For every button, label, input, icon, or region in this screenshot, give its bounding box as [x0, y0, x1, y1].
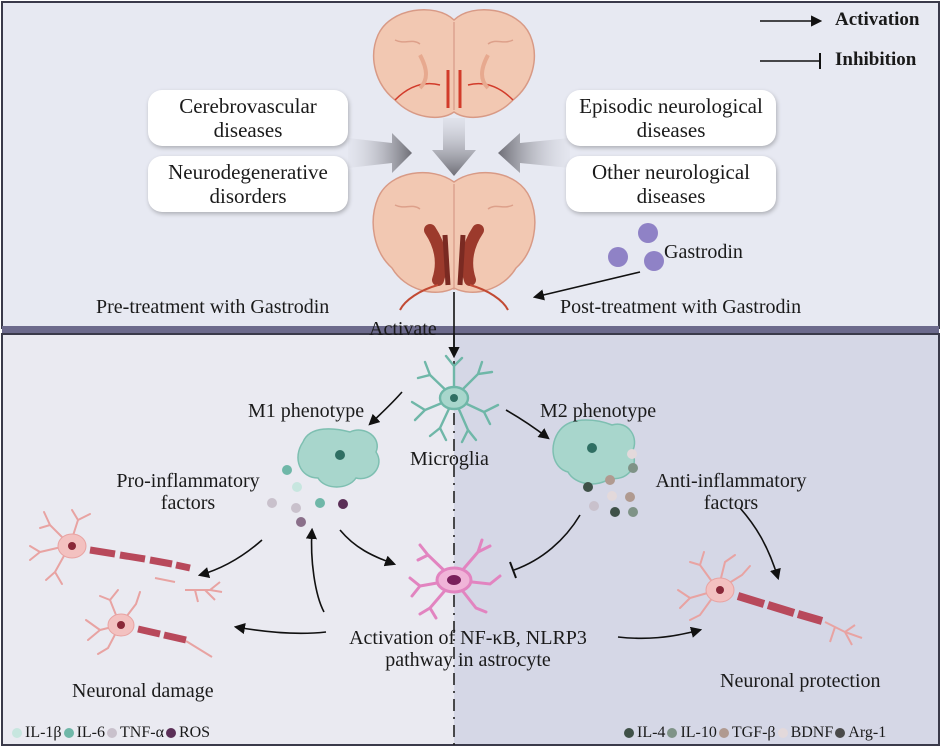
damaged-neuron-2 [85, 589, 213, 658]
inhibition-key-line [760, 53, 821, 69]
episodic-line-2: diseases [636, 118, 706, 142]
legend-label: TNF-α [120, 724, 164, 741]
affected-brain [372, 171, 536, 311]
neuronal-damage-label: Neuronal damage [72, 680, 214, 702]
m1-phenotype-label: M1 phenotype [248, 400, 365, 422]
neurodegenerative-line-1: Neurodegenerative [168, 160, 328, 184]
legend-dot [835, 728, 846, 738]
pre-treatment-label: Pre-treatment with Gastrodin [96, 296, 330, 318]
activate-label: Activate [369, 318, 437, 340]
legend-label: IL-1β [25, 724, 62, 741]
m1-arrow [368, 391, 403, 426]
legend-dot [718, 728, 729, 738]
microglia-cell [410, 354, 500, 444]
m1-microglia [297, 428, 380, 488]
protection-arrow-2 [617, 626, 703, 640]
m2-phenotype-label: M2 phenotype [540, 400, 657, 422]
bottom-right-panel [454, 334, 939, 745]
m2-arrow [505, 409, 550, 440]
inhibition-key-label: Inhibition [835, 49, 917, 70]
astrocyte-feedback-arrow [305, 527, 325, 613]
post-treatment-arrow [532, 271, 641, 301]
episodic-line-1: Episodic neurological [579, 94, 763, 118]
anti-inflammatory-inhibition [509, 514, 581, 579]
neurodegenerative-line-2: disorders [209, 184, 287, 208]
cerebrovascular-line-1: Cerebrovascular [179, 94, 317, 118]
legend-dot [107, 728, 118, 738]
legend-label: TGF-β [731, 724, 776, 741]
anti-inflammatory-dots [583, 449, 638, 517]
astrocyte-pathway-label: Activation of NF-κB, NLRP3 pathway in as… [318, 627, 618, 671]
section-divider [2, 326, 939, 335]
pro-inflammatory-line-1: Pro-inflammatory [116, 470, 260, 492]
damaged-neuron-1 [29, 509, 223, 603]
healthy-brain [372, 8, 536, 119]
anti-inflammatory-line-1: Anti-inflammatory [655, 470, 807, 492]
legend-dot [12, 728, 22, 738]
other-neurological-line-2: diseases [636, 184, 706, 208]
post-treatment-label: Post-treatment with Gastrodin [560, 296, 802, 318]
damage-arrow-2 [233, 623, 327, 635]
legend-label: IL-4 [637, 724, 666, 741]
legend-dot [777, 728, 788, 738]
left-inflow-arrow [348, 133, 412, 173]
protection-arrow [739, 507, 781, 581]
legend-dot [63, 728, 74, 738]
activation-key-label: Activation [835, 9, 920, 30]
legend-label: IL-6 [76, 724, 106, 741]
astrocyte-pathway-line-1: Activation of NF-κB, NLRP3 [349, 627, 587, 649]
anti-inflammatory-legend: IL-4 IL-10 TGF-β BDNF Arg-1 [622, 724, 886, 742]
protected-neuron [677, 551, 863, 646]
pro-inflammatory-legend: IL-1β IL-6 TNF-α ROS [10, 724, 210, 742]
pro-inflammatory-dots [267, 465, 348, 527]
m2-microglia [552, 419, 636, 485]
gastrodin-label: Gastrodin [664, 241, 743, 263]
anti-inflammatory-label: Anti-inflammatory factors [636, 470, 826, 514]
other-neurological-line-1: Other neurological [591, 160, 751, 184]
factors-to-astrocyte-arrow [339, 529, 397, 567]
legend-label: IL-10 [680, 724, 717, 741]
legend-dot [667, 728, 678, 738]
right-inflow-arrow [498, 133, 570, 173]
cerebrovascular-line-2: diseases [213, 118, 283, 142]
legend-label: BDNF [790, 724, 834, 741]
legend-label: ROS [178, 724, 211, 741]
legend-label: Arg-1 [848, 724, 887, 741]
gastrodin-molecules [608, 223, 664, 271]
astrocyte-cell [408, 538, 502, 620]
legend-dot [624, 728, 634, 738]
neuronal-protection-label: Neuronal protection [720, 670, 881, 692]
damage-arrow-1 [197, 539, 263, 578]
down-inflow-arrow [432, 118, 476, 176]
anti-inflammatory-line-2: factors [703, 492, 759, 514]
astrocyte-pathway-line-2: pathway in astrocyte [385, 649, 551, 671]
legend-dot [165, 728, 176, 738]
microglia-label: Microglia [410, 448, 489, 470]
pro-inflammatory-line-2: factors [160, 492, 216, 514]
pro-inflammatory-label: Pro-inflammatory factors [108, 470, 268, 514]
